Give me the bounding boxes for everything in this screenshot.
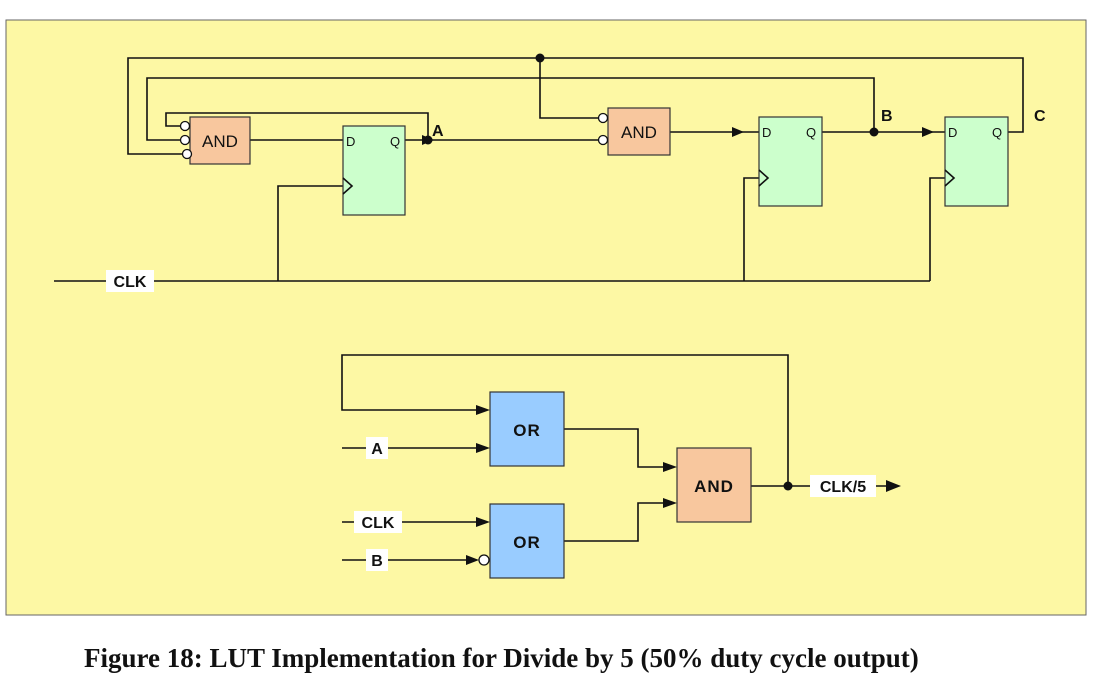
clk-input-label: CLK xyxy=(362,515,395,532)
junction-dot-b xyxy=(869,127,879,137)
flipflop-2-d-pin: D xyxy=(762,125,771,140)
inverter-bubble-2 xyxy=(179,134,191,146)
inverter-bubble-b xyxy=(478,554,490,566)
and-gate-1-label: AND xyxy=(202,132,238,151)
inverter-bubble-5 xyxy=(597,134,609,146)
arrow-head-ff3-d xyxy=(922,127,934,137)
net-label-a: A xyxy=(432,123,444,140)
net-label-b: B xyxy=(881,108,893,125)
b-input-label: B xyxy=(371,553,383,570)
or-gate-2-label: OR xyxy=(513,533,541,552)
a-input-label-bg xyxy=(366,437,388,459)
flipflop-2: D Q xyxy=(758,116,823,207)
b-input-label-bg xyxy=(366,549,388,571)
figure-caption: Figure 18: LUT Implementation for Divide… xyxy=(84,643,919,673)
clk-input-label-bg xyxy=(354,511,402,533)
inverter-bubble-1 xyxy=(179,120,191,132)
flipflop-2-q-pin: Q xyxy=(806,125,816,140)
or-gate-1-label: OR xyxy=(513,421,541,440)
output-label-bg xyxy=(810,475,876,497)
arrow-head-and3-in2 xyxy=(663,498,677,508)
or-gate-1: OR xyxy=(489,391,565,467)
clk-label-bg xyxy=(106,270,154,292)
flipflop-3: D Q xyxy=(944,116,1009,207)
arrow-head-or1-in2 xyxy=(476,443,490,453)
inverter-bubble-3 xyxy=(181,148,193,160)
arrow-head-or1-in1 xyxy=(476,405,490,415)
and-gate-1: AND xyxy=(189,116,251,165)
arrow-head-output xyxy=(886,480,901,492)
arrow-head-and3-in1 xyxy=(663,462,677,472)
arrow-head-ff2-d xyxy=(732,127,744,137)
arrow-head-a xyxy=(422,135,434,145)
arrow-head-or2-in2 xyxy=(466,555,479,565)
top-circuit-wires xyxy=(54,57,1024,282)
or-gate-2: OR xyxy=(489,503,565,579)
flipflop-3-d-pin: D xyxy=(948,125,957,140)
and-gate-3-label: AND xyxy=(694,477,734,496)
clk-label-top: CLK xyxy=(114,274,147,291)
junction-dot-output xyxy=(783,481,793,491)
flipflop-1: D Q xyxy=(342,125,406,216)
net-label-c: C xyxy=(1034,108,1046,125)
a-input-label: A xyxy=(371,441,383,458)
flipflop-1-q-pin: Q xyxy=(390,134,400,149)
flipflop-1-d-pin: D xyxy=(346,134,355,149)
inverter-bubble-4 xyxy=(597,112,609,124)
junction-dot-top xyxy=(535,53,545,63)
and-gate-3: AND xyxy=(676,447,752,523)
flipflop-3-q-pin: Q xyxy=(992,125,1002,140)
and-gate-2-label: AND xyxy=(621,123,657,142)
and-gate-2: AND xyxy=(607,107,671,156)
output-label: CLK/5 xyxy=(820,479,866,496)
arrow-head-or2-in1 xyxy=(476,517,490,527)
